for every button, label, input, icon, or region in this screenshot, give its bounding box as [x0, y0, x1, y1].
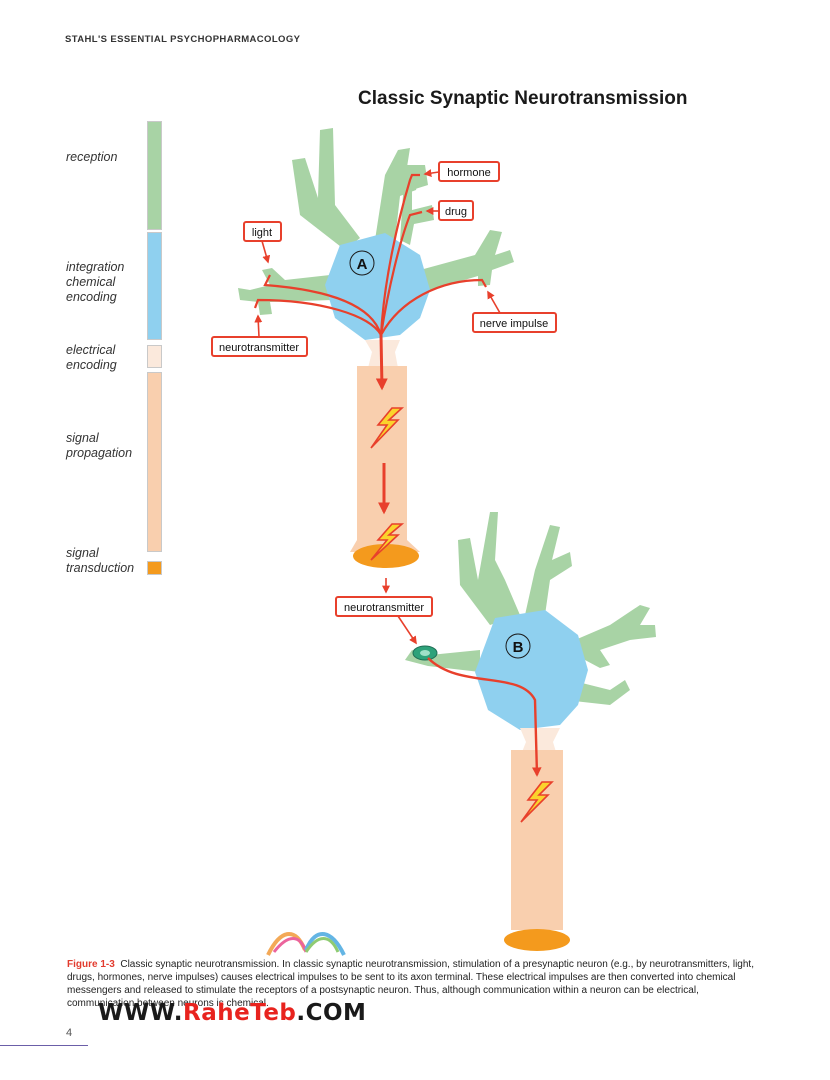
stage-label-reception: reception	[66, 150, 118, 164]
neuron-b-label: B	[513, 639, 524, 656]
neuron-b-label-circle	[505, 633, 531, 659]
lightning-bolt-icon	[370, 523, 405, 561]
figure-title: Classic Synaptic Neurotransmission	[358, 88, 688, 109]
callout-hormone-text: hormone	[447, 167, 490, 179]
callout-neurotransmitter-a: neurotransmitter	[211, 314, 308, 357]
callout-drug-text: drug	[445, 206, 467, 218]
neuron-a-label-circle	[349, 250, 375, 276]
callout-neurotransmitter-b: neurotransmitter	[335, 596, 433, 645]
figure-number: Figure 1-3	[67, 959, 115, 970]
callout-nerve-impulse-text: nerve impulse	[480, 318, 548, 330]
neuron-a-soma	[325, 233, 430, 340]
page-rule	[0, 1045, 88, 1046]
neuron-b-dendrites	[405, 512, 656, 705]
neuron-b-terminal	[504, 929, 570, 951]
caption-text: Classic synaptic neurotransmission. In c…	[67, 959, 754, 1009]
stage-bar-signal-transduction	[147, 561, 162, 575]
callout-light-text: light	[252, 227, 272, 239]
neuron-a-axon	[357, 366, 407, 551]
stage-bar-signal-propagation	[147, 372, 162, 552]
neuron-b-soma	[475, 610, 588, 730]
stage-bar-reception	[147, 121, 162, 230]
callout-hormone: hormone	[423, 161, 500, 182]
lightning-bolt-icon	[370, 407, 405, 449]
stage-label-integration: integration chemical encoding	[66, 260, 125, 304]
callout-nerve-impulse: nerve impulse	[472, 290, 557, 333]
receptor-core	[420, 650, 430, 656]
neuron-b-hillock	[520, 728, 560, 752]
running-head: STAHL'S ESSENTIAL PSYCHOPHARMACOLOGY	[65, 34, 301, 45]
callout-drug: drug	[425, 200, 474, 221]
neuron-a: A	[238, 128, 514, 568]
watermark: WWW.RaheTeb.COM	[98, 1000, 366, 1026]
watermark-suffix: .COM	[296, 1000, 367, 1026]
watermark-prefix: WWW.	[98, 1000, 183, 1026]
callout-neurotransmitter-b-text: neurotransmitter	[344, 602, 424, 614]
neuron-b-signal-path	[427, 657, 542, 777]
neuron-b: B	[405, 512, 656, 951]
neuron-a-dendrites	[238, 128, 514, 315]
callout-neurotransmitter-a-text: neurotransmitter	[219, 342, 299, 354]
neuron-b-axon	[511, 750, 563, 930]
stage-label-signal-propagation: signal propagation	[66, 431, 133, 460]
stage-label-electrical-encoding: electrical encoding	[66, 343, 117, 372]
lightning-bolt-icon	[520, 781, 554, 823]
book-logo-icon	[266, 932, 346, 956]
stage-bar-electrical-encoding	[147, 345, 162, 368]
neuron-a-terminal	[353, 544, 419, 568]
page-number: 4	[66, 1027, 73, 1039]
stage-label-signal-transduction: signal transduction	[66, 546, 135, 575]
figure-caption: Figure 1-3 Classic synaptic neurotransmi…	[67, 958, 757, 1010]
stage-bar-integration	[147, 232, 162, 340]
neuron-a-label: A	[357, 256, 368, 273]
neuron-a-signal-paths	[253, 173, 487, 391]
watermark-brand: RaheTeb	[182, 1000, 297, 1026]
callout-light: light	[243, 221, 282, 264]
